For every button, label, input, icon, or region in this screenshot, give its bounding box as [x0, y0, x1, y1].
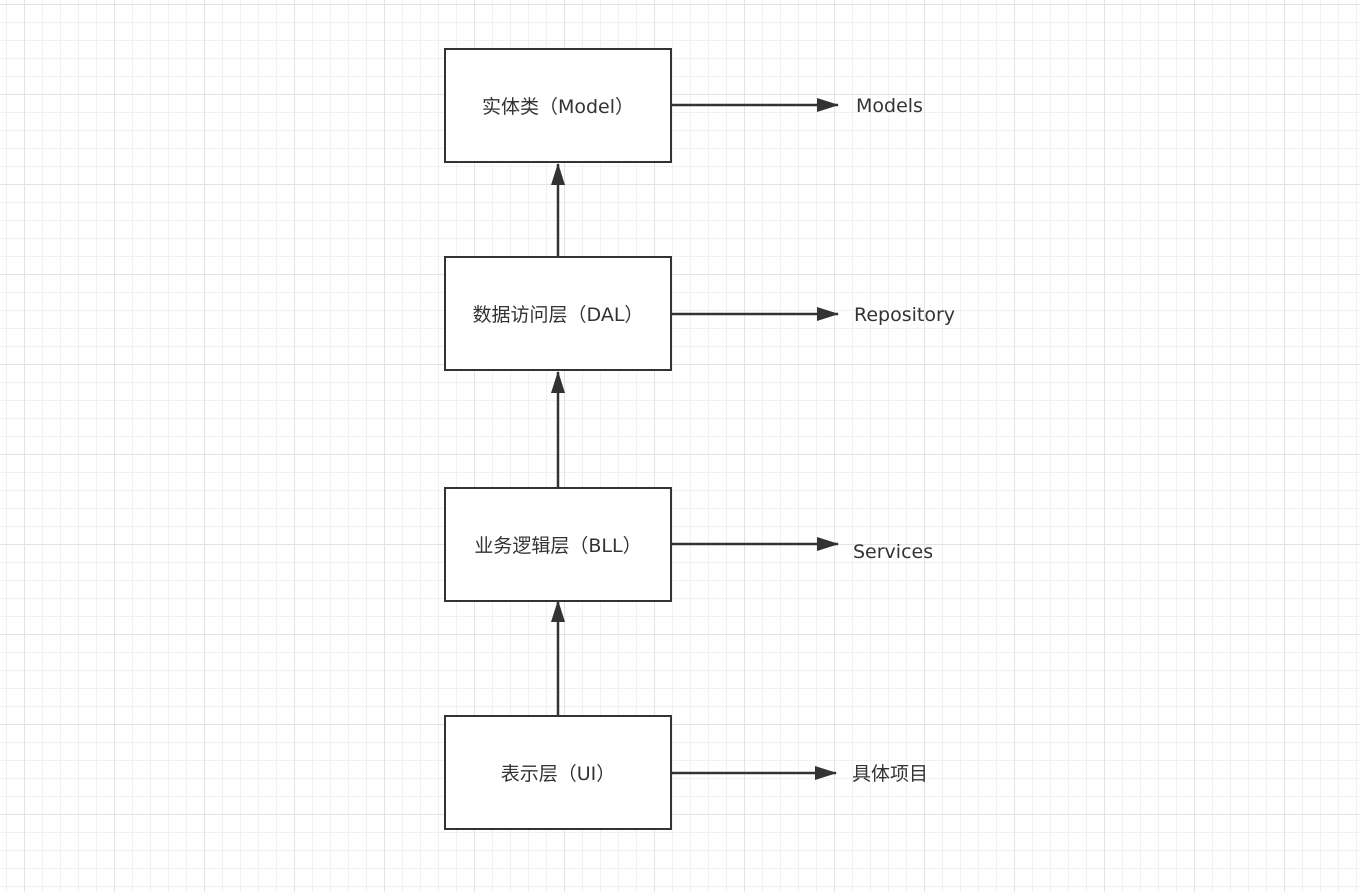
output-label-services[interactable]: Services	[853, 541, 934, 563]
layer-box-bll-label: 业务逻辑层（BLL）	[474, 535, 642, 557]
layer-box-bll[interactable]: 业务逻辑层（BLL）	[444, 487, 672, 602]
layer-box-model[interactable]: 实体类（Model）	[444, 48, 672, 163]
layer-box-ui-label: 表示层（UI）	[500, 763, 616, 785]
layer-box-model-label: 实体类（Model）	[481, 96, 635, 118]
output-label-models[interactable]: Models	[856, 95, 923, 117]
output-label-repository[interactable]: Repository	[854, 304, 956, 326]
output-label-concrete-project[interactable]: 具体项目	[852, 763, 929, 785]
layer-box-dal[interactable]: 数据访问层（DAL）	[444, 256, 672, 371]
layer-box-dal-label: 数据访问层（DAL）	[472, 304, 644, 326]
layer-box-ui[interactable]: 表示层（UI）	[444, 715, 672, 830]
